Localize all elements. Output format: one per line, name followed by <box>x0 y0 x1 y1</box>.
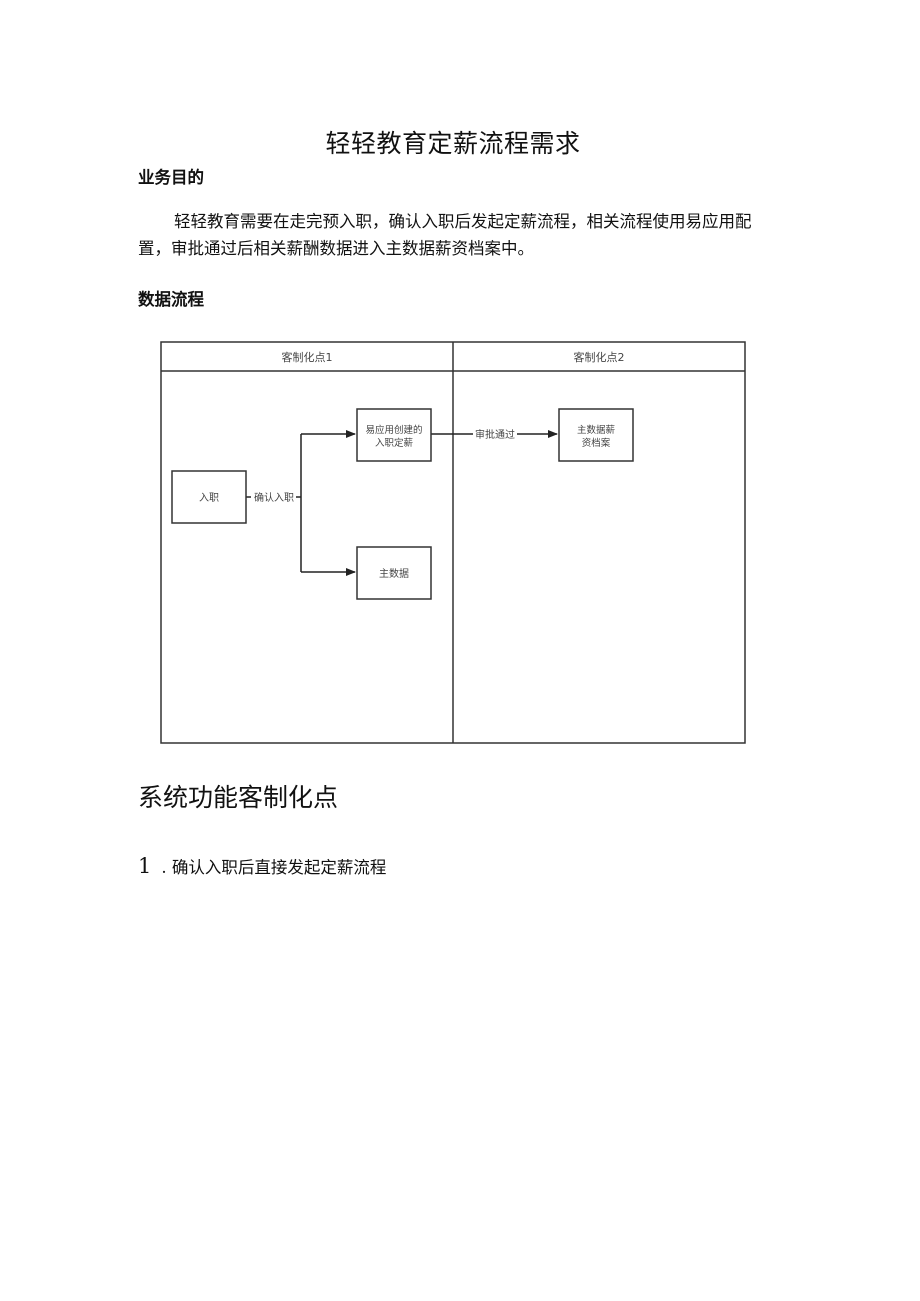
section-heading-purpose: 业务目的 <box>138 168 204 187</box>
node-salary-archive-label-line1: 主数据薪 <box>577 424 616 436</box>
lane-label-2: 客制化点2 <box>574 350 625 364</box>
list-item: 1 . 确认入职后直接发起定薪流程 <box>138 854 386 878</box>
node-salary-archive <box>558 408 634 462</box>
edge-label-confirm-onboarding: 确认入职 <box>254 491 294 504</box>
node-onboarding <box>171 470 247 524</box>
node-salary-archive-label-line2: 资档案 <box>582 437 611 449</box>
section-heading-data-flow: 数据流程 <box>138 290 204 309</box>
edge-label-approval-passed: 审批通过 <box>475 428 515 441</box>
data-flow-diagram: 客制化点1 客制化点2 确认入职 审批通过 入职 易应用创建的 入职定薪 主数据… <box>160 341 746 744</box>
node-onboarding-label: 入职 <box>199 492 219 504</box>
section-heading-customization: 系统功能客制化点 <box>138 783 339 812</box>
list-item-number: 1 <box>138 854 152 878</box>
lane-label-1: 客制化点1 <box>282 350 333 364</box>
node-easy-app-label-line2: 入职定薪 <box>375 437 414 449</box>
list-item-text: . 确认入职后直接发起定薪流程 <box>161 858 387 877</box>
purpose-paragraph: 轻轻教育需要在走完预入职，确认入职后发起定薪流程，相关流程使用易应用配置，审批通… <box>138 212 752 258</box>
document-title: 轻轻教育定薪流程需求 <box>325 129 581 158</box>
node-easy-app-label-line1: 易应用创建的 <box>365 424 422 436</box>
node-master-data-label: 主数据 <box>379 567 409 580</box>
node-easy-app-onboarding-salary <box>356 408 432 462</box>
node-master-data <box>356 546 432 600</box>
